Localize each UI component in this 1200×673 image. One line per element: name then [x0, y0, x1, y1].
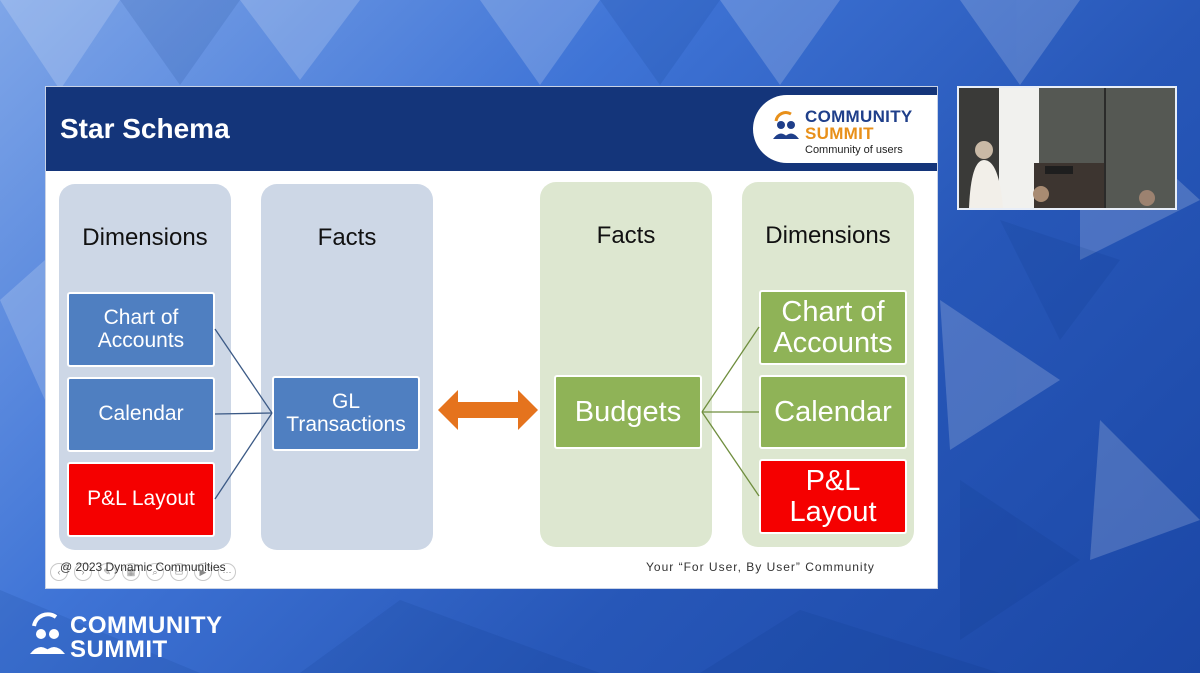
footer-tagline: Your “For User, By User” Community: [646, 560, 875, 574]
logo-text-community: COMMUNITY: [805, 107, 913, 126]
logo-tagline: Community of users: [805, 144, 903, 156]
previous-slide-icon[interactable]: ‹: [50, 563, 68, 581]
facts-heading-left: Facts: [317, 224, 377, 251]
more-options-icon[interactable]: ⋯: [218, 563, 236, 581]
logo-text-summit: SUMMIT: [805, 124, 874, 143]
pen-icon[interactable]: ✎: [98, 563, 116, 581]
dimensions-heading-right: Dimensions: [765, 222, 891, 249]
slides-grid-icon[interactable]: ▦: [122, 563, 140, 581]
community-people-icon: [773, 111, 799, 139]
facts-column-right: Facts: [540, 182, 712, 547]
double-arrow-icon: [438, 390, 538, 430]
facts-heading-right: Facts: [596, 222, 656, 249]
presentation-slide: Star Schema COMMUNITY SUMMIT Community o…: [45, 86, 938, 589]
pl-layout-box-right: P&L Layout: [759, 459, 907, 534]
speaker-video-feed: [957, 86, 1177, 210]
chart-of-accounts-box-left: Chart of Accounts: [67, 292, 215, 367]
chart-of-accounts-box-right: Chart of Accounts: [759, 290, 907, 365]
bottom-logo-community: COMMUNITY: [70, 612, 223, 639]
slideshow-toolbar: ‹ › ✎ ▦ ⌕ ▭ ▶ ⋯: [50, 563, 236, 581]
pl-layout-box-left: P&L Layout: [67, 462, 215, 537]
subtitles-icon[interactable]: ▭: [170, 563, 188, 581]
dimensions-heading-left: Dimensions: [82, 224, 208, 251]
calendar-box-left: Calendar: [67, 377, 215, 452]
camera-icon[interactable]: ▶: [194, 563, 212, 581]
community-summit-logo: COMMUNITY SUMMIT Community of users: [753, 95, 937, 163]
facts-column-left: Facts: [261, 184, 433, 550]
calendar-box-right: Calendar: [759, 375, 907, 449]
slide-title: Star Schema: [60, 113, 230, 144]
bottom-logo-summit: SUMMIT: [70, 636, 168, 663]
budgets-box: Budgets: [554, 375, 702, 449]
footer-copyright: @ 2023 Dynamic Communities: [60, 560, 226, 574]
speaker-video-image: [959, 88, 1175, 208]
zoom-icon[interactable]: ⌕: [146, 563, 164, 581]
gl-transactions-box: GL Transactions: [272, 376, 420, 451]
next-slide-icon[interactable]: ›: [74, 563, 92, 581]
slide-header: Star Schema COMMUNITY SUMMIT Community o…: [46, 87, 937, 171]
community-people-icon: [30, 612, 65, 654]
